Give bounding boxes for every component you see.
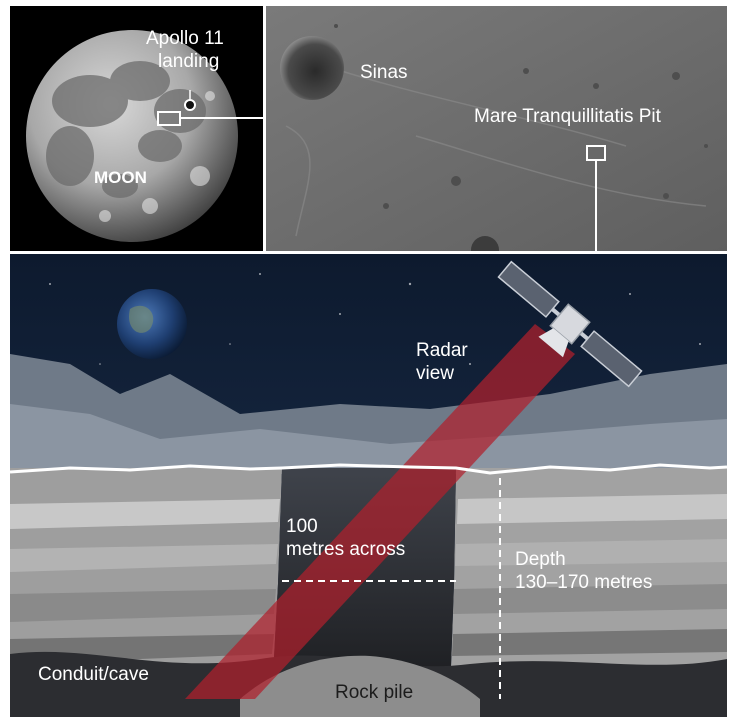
radar-beam: [185, 324, 575, 699]
apollo-label-line2: landing: [158, 50, 220, 72]
satellite-body: [549, 303, 591, 345]
conduit-cave-label: Conduit/cave: [38, 664, 149, 685]
radar-label-line1: Radar: [416, 340, 468, 361]
surface-ridges: [285, 65, 707, 237]
width-unit-label: metres across: [286, 538, 406, 560]
ground-layers-right: [450, 468, 727, 694]
rock-pile-label: Rock pile: [335, 682, 414, 703]
depth-label-line1: Depth: [515, 549, 566, 570]
rock-pile: [240, 655, 480, 717]
lunar-surface-closeup: [266, 6, 727, 251]
landing-pointer-dot: [184, 99, 196, 111]
moon-label: MOON: [94, 168, 147, 187]
depth-label-line2: 130–170 metres: [515, 571, 653, 593]
width-label: 100 metres across: [286, 516, 405, 562]
foreground-terrain: [10, 404, 727, 474]
moon-illustration: [26, 30, 263, 242]
moon-highlands: [99, 91, 215, 222]
closeup-panel: Sinas Mare Tranquillitatis Pit: [266, 6, 727, 251]
moon-panel: Apollo 11 landing MOON: [10, 6, 263, 251]
small-craters: [334, 24, 708, 209]
satellite-antenna: [538, 328, 569, 358]
cross-section-panel: Radar view 100 metres across Depth 130–1…: [10, 254, 727, 717]
stars: [49, 273, 701, 365]
apollo-label-line1: Apollo 11: [146, 28, 224, 49]
pit-label: Mare Tranquillitatis Pit: [474, 106, 661, 127]
earth-continent: [129, 305, 154, 333]
apollo-landing-label: Apollo 11 landing: [146, 28, 224, 74]
surface-line: [10, 463, 727, 475]
radar-label-line2: view: [416, 362, 455, 384]
sinas-crater: [280, 36, 344, 100]
pit-cross-section: [10, 254, 727, 717]
width-value: 100: [286, 516, 318, 537]
depth-label: Depth 130–170 metres: [515, 549, 652, 595]
radar-view-label: Radar view: [416, 340, 468, 386]
ground-layers-left: [10, 468, 282, 694]
edge-crater: [471, 236, 499, 251]
sinas-label: Sinas: [360, 62, 408, 83]
satellite: [497, 260, 643, 388]
